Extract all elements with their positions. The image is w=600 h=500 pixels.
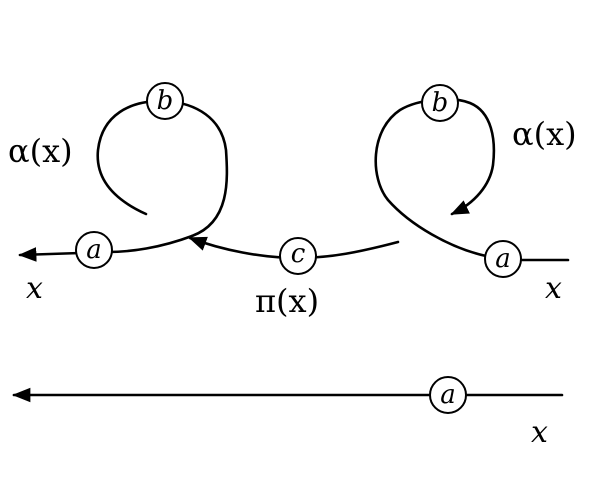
right-loop-curve	[374, 98, 496, 258]
left-loop-exit-arrow	[18, 247, 82, 262]
right-loop: b a α(x) x	[374, 84, 577, 306]
middle-pi-label: π(x)	[255, 282, 319, 320]
left-loop-strand-to-a	[106, 234, 194, 254]
middle-node-c: c	[279, 237, 317, 275]
left-node-a: a	[75, 231, 113, 269]
right-node-b-letter: b	[432, 88, 449, 118]
right-node-b: b	[421, 84, 459, 122]
right-node-a: a	[484, 240, 522, 278]
right-x-label: x	[545, 271, 562, 306]
left-loop-curve	[96, 99, 229, 238]
bottom-node-a-letter: a	[440, 380, 456, 410]
left-loop: b a α(x) x	[8, 82, 229, 306]
right-node-a-letter: a	[495, 244, 511, 274]
left-node-b-letter: b	[157, 86, 174, 116]
left-alpha-label: α(x)	[8, 132, 73, 170]
left-x-label: x	[26, 271, 43, 306]
left-node-a-letter: a	[86, 235, 102, 265]
bottom-x-label: x	[531, 415, 548, 450]
right-alpha-label: α(x)	[512, 115, 577, 153]
left-node-b: b	[146, 82, 184, 120]
middle-node-c-letter: c	[291, 239, 306, 269]
bottom-line: a x	[12, 376, 564, 450]
bottom-node-a: a	[429, 376, 467, 414]
middle-arrow: c π(x)	[188, 236, 400, 320]
